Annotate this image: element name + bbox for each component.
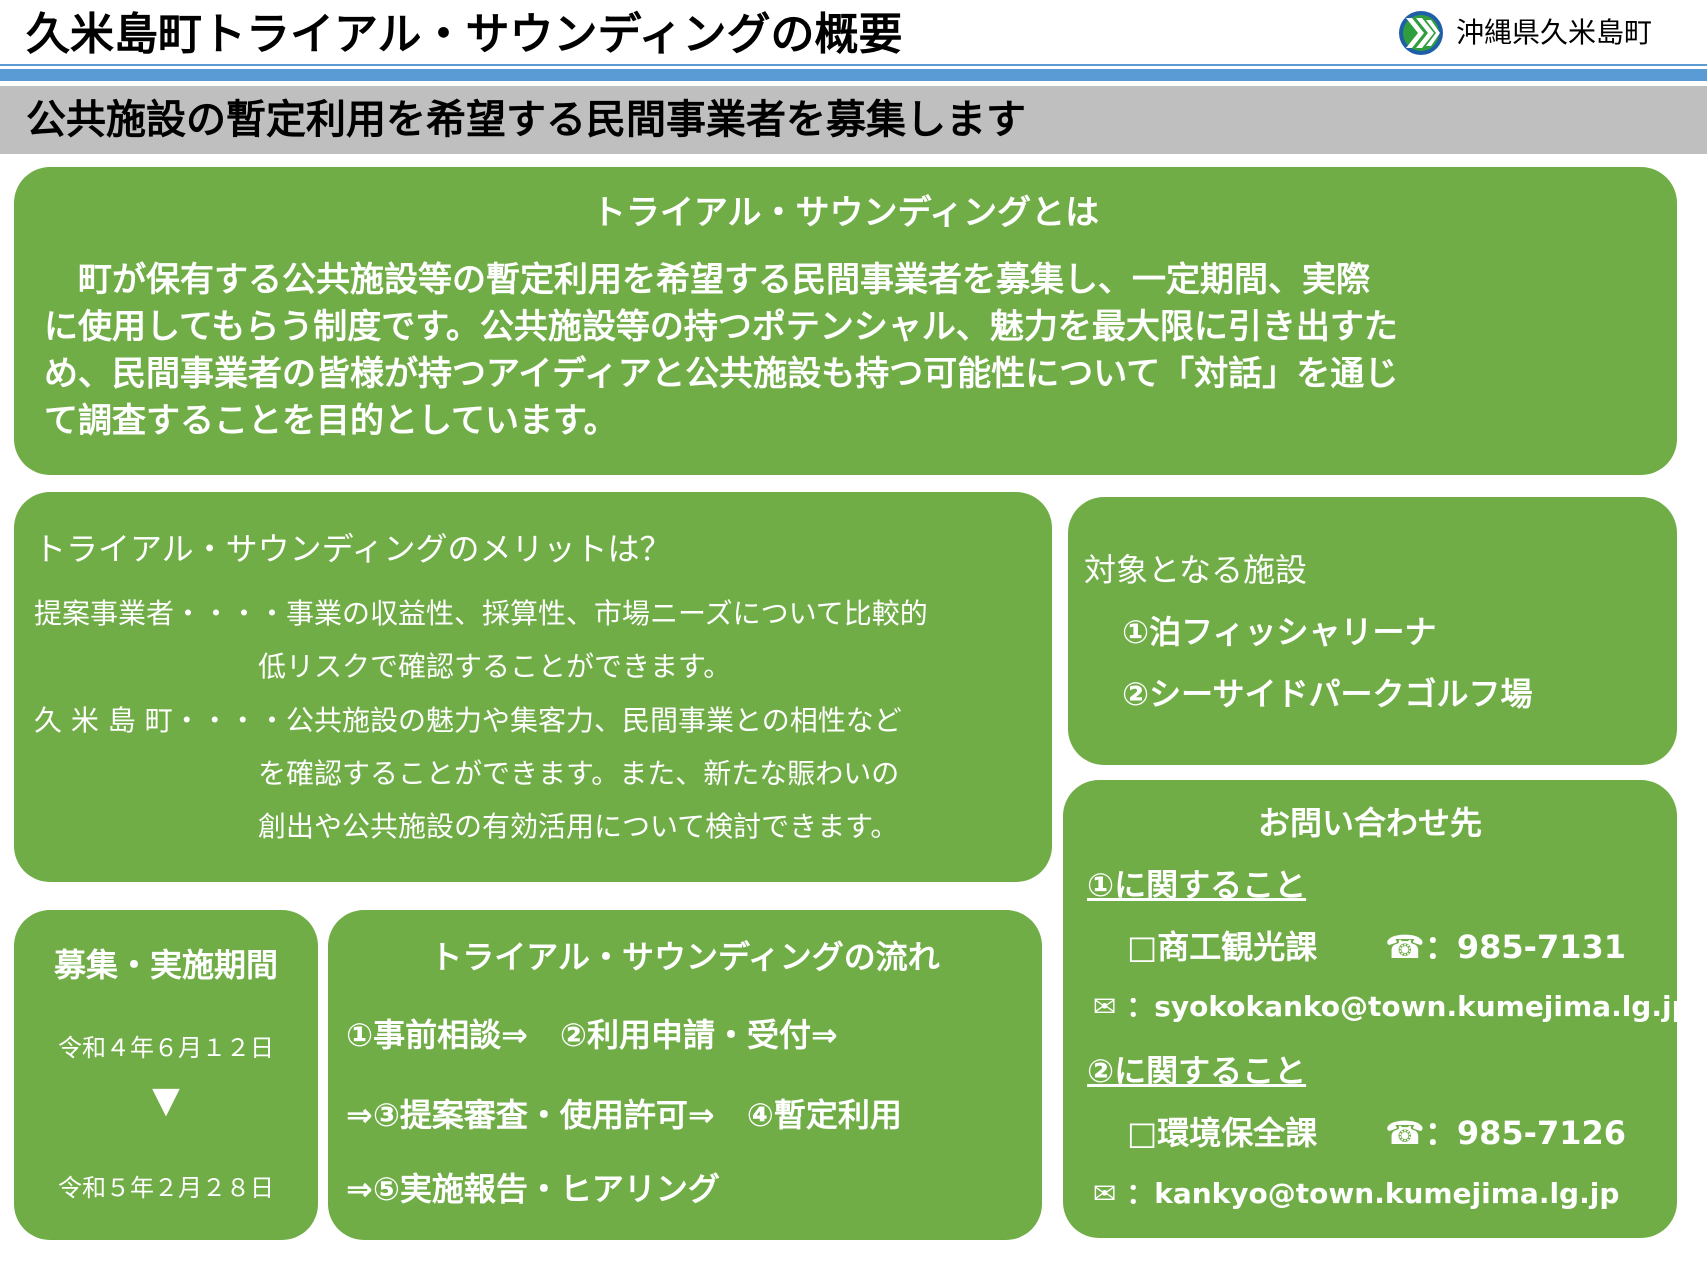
contact-heading: お問い合わせ先 (1257, 804, 1482, 842)
kumejima-town-emblem-icon (1398, 10, 1444, 56)
page-title: 久米島町トライアル・サウンディングの概要 (26, 9, 903, 60)
facilities-heading: 対象となる施設 (1084, 551, 1308, 589)
merit-proposer-line: 低リスクで確認することができます。 (258, 650, 732, 683)
period-end: 令和５年２月２８日 (58, 1174, 274, 1202)
about-line: め、民間事業者の皆様が持つアイディアと公共施設も持つ可能性について「対話」を通じ (44, 354, 1399, 394)
contact-email: ✉ ：kankyo@town.kumejima.lg.jp (1093, 1177, 1620, 1210)
merit-proposer-label: 提案事業者・・・ (34, 597, 259, 630)
flow-line: ①事前相談⇒ ②利用申請・受付⇒ (346, 1016, 838, 1054)
contact-dept: □環境保全課 (1127, 1114, 1318, 1152)
subtitle-bar: 公共施設の暫定利用を希望する民間事業者を募集します (0, 86, 1707, 154)
flow-heading: トライアル・サウンディングの流れ (430, 938, 940, 976)
town-logo: 沖縄県久米島町 (1398, 10, 1688, 56)
flow-panel: トライアル・サウンディングの流れ ①事前相談⇒ ②利用申請・受付⇒ ⇒③提案審査… (328, 910, 1042, 1240)
facility-item: ①泊フィッシャリーナ (1122, 613, 1437, 651)
merit-town-line: ・公共施設の魅力や集客力、民間事業との相性など (258, 704, 902, 737)
about-line: て調査することを目的としています。 (44, 401, 618, 441)
contact-dept: □商工観光課 (1127, 928, 1318, 966)
page-subtitle: 公共施設の暫定利用を希望する民間事業者を募集します (26, 97, 1026, 143)
header: 久米島町トライアル・サウンディングの概要 沖縄県久米島町 公共施設の暫定利用を希… (0, 0, 1707, 155)
merit-town-label: 久 米 島 町・・・ (34, 704, 257, 737)
logo-text: 沖縄県久米島町 (1456, 16, 1653, 49)
contact-email: ✉ ：syokokanko@town.kumejima.lg.jp (1093, 990, 1692, 1023)
merits-heading: トライアル・サウンディングのメリットは？ (34, 530, 672, 568)
merits-panel: トライアル・サウンディングのメリットは？ 提案事業者・・・ ・事業の収益性、採算… (14, 492, 1052, 882)
facility-item: ②シーサイドパークゴルフ場 (1122, 675, 1533, 713)
about-body: 町が保有する公共施設等の暫定利用を希望する民間事業者を募集し、一定期間、実際 に… (44, 257, 1654, 445)
period-heading: 募集・実施期間 (53, 946, 278, 984)
merit-proposer-line: ・事業の収益性、採算性、市場ニーズについて比較的 (258, 597, 928, 630)
header-rule-thick (0, 69, 1707, 81)
merit-town-line: 創出や公共施設の有効活用について検討できます。 (258, 810, 899, 843)
period-panel: 募集・実施期間 令和４年６月１２日 ▼ 令和５年２月２８日 (14, 910, 318, 1240)
about-line: 町が保有する公共施設等の暫定利用を希望する民間事業者を募集し、一定期間、実際 (44, 260, 1370, 300)
flow-line: ⇒⑤実施報告・ヒアリング (346, 1170, 720, 1208)
about-panel: トライアル・サウンディングとは 町が保有する公共施設等の暫定利用を希望する民間事… (14, 167, 1677, 475)
contact-phone: ☎：985-7131 (1385, 928, 1627, 966)
contact-phone: ☎：985-7126 (1385, 1114, 1627, 1152)
contact-group-label: ②に関すること (1087, 1052, 1307, 1090)
facilities-panel: 対象となる施設 ①泊フィッシャリーナ ②シーサイドパークゴルフ場 (1068, 497, 1677, 765)
about-line: に使用してもらう制度です。公共施設等の持つポテンシャル、魅力を最大限に引き出すた (44, 307, 1398, 347)
contact-panel: お問い合わせ先 ①に関すること □商工観光課 ☎：985-7131 ✉ ：syo… (1063, 780, 1692, 1238)
period-start: 令和４年６月１２日 (58, 1034, 274, 1062)
merit-town-line: を確認することができます。また、新たな賑わいの (258, 757, 900, 790)
flow-line: ⇒③提案審査・使用許可⇒ ④暫定利用 (346, 1096, 902, 1134)
down-arrow-icon: ▼ (152, 1080, 180, 1121)
about-heading: トライアル・サウンディングとは (591, 193, 1100, 233)
contact-group-label: ①に関すること (1087, 866, 1307, 904)
header-rule-thin (0, 64, 1707, 66)
